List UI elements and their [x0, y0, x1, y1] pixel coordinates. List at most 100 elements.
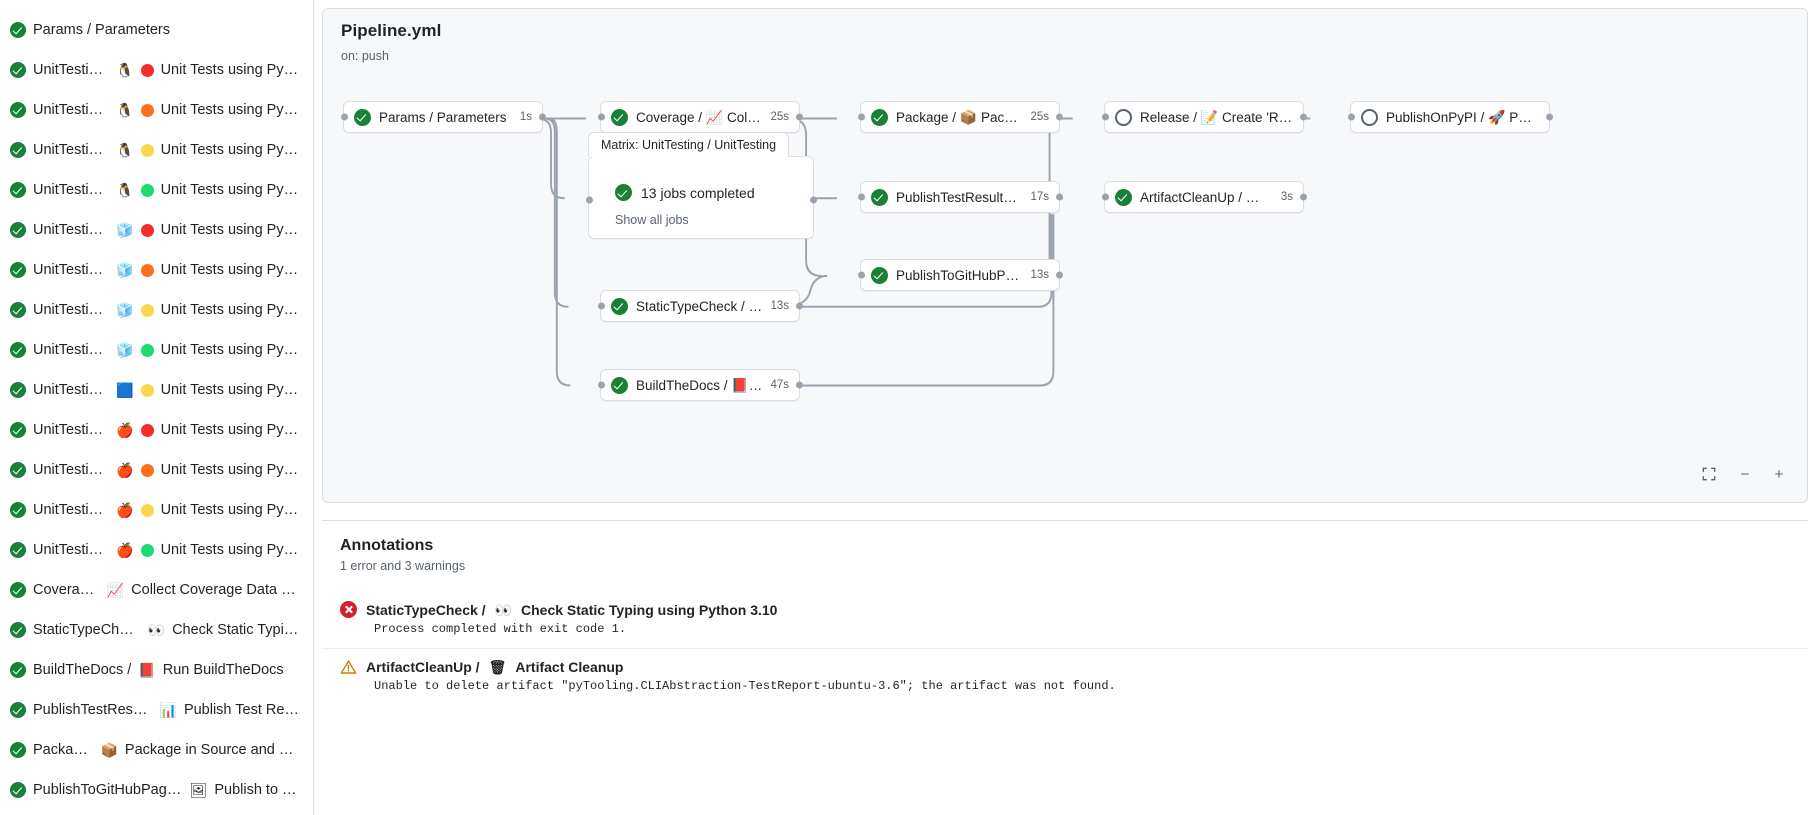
python-version-dot-icon — [140, 343, 154, 357]
sidebar-job-item[interactable]: UnitTesting / 🍎Unit Tests using Pyth... — [0, 450, 313, 490]
node-duration: 25s — [770, 111, 789, 123]
sidebar-job-item[interactable]: UnitTesting / 🟦Unit Tests using Pyth... — [0, 370, 313, 410]
annotation-job-label: Check Static Typing using Python 3.10 — [521, 601, 778, 618]
status-success-icon — [611, 108, 628, 126]
annotation-message: Process completed with exit code 1. — [374, 622, 627, 636]
graph-node-release[interactable]: Release / 📝 Create 'Release P... — [1101, 101, 1307, 133]
sidebar-job-item[interactable]: Params / Parameters — [0, 10, 313, 50]
sidebar-job-label: BuildTheDocs / — [33, 662, 132, 678]
annotation-item[interactable]: StaticTypeCheck / 👀 Check Static Typing … — [322, 591, 1808, 648]
node-port-right — [795, 302, 803, 310]
sidebar-job-sublabel: Unit Tests using Pyth... — [160, 382, 301, 398]
python-version-dot-icon — [140, 223, 154, 237]
status-success-icon — [871, 266, 888, 284]
sidebar-job-item[interactable]: UnitTesting / 🧊Unit Tests using Pyth... — [0, 330, 313, 370]
workflow-graph-card[interactable]: Pipeline.yml on: push — [322, 8, 1808, 503]
sidebar-job-item[interactable]: UnitTesting / 🧊Unit Tests using Pyth... — [0, 210, 313, 250]
annotations-list: StaticTypeCheck / 👀 Check Static Typing … — [322, 591, 1808, 705]
sidebar-job-item[interactable]: Package / 📦Package in Source and Wh... — [0, 730, 313, 770]
sidebar-job-label: UnitTesting / — [33, 502, 110, 518]
zoom-in-button[interactable]: + — [1774, 465, 1784, 483]
graph-node-publishtestresults[interactable]: PublishTestResults / 📊 Pu... 17s — [857, 181, 1063, 213]
show-all-jobs-link[interactable]: Show all jobs — [615, 213, 689, 227]
memo-icon: 📝 — [1200, 109, 1219, 125]
node-label: Params / Parameters — [379, 109, 507, 125]
sidebar-job-item[interactable]: UnitTesting / 🍎Unit Tests using Pyth... — [0, 530, 313, 570]
annotation-message: Unable to delete artifact "pyTooling.CLI… — [374, 679, 1116, 693]
sidebar-job-item[interactable]: PublishToGitHubPages / 🖼Publish to G... — [0, 770, 313, 810]
job-emoji-icon: 🐧 — [116, 142, 134, 158]
error-icon — [340, 601, 357, 618]
node-duration: 13s — [770, 300, 789, 312]
sidebar-job-sublabel: Unit Tests using Pyth... — [160, 542, 301, 558]
zoom-controls[interactable]: − + — [1697, 462, 1791, 486]
graph-node-statictypecheck[interactable]: StaticTypeCheck / 👀 Chec... 13s — [597, 290, 803, 322]
sidebar-job-item[interactable]: StaticTypeCheck / 👀Check Static Typing..… — [0, 610, 313, 650]
sidebar-job-item[interactable]: UnitTesting / 🐧Unit Tests using Pyth... — [0, 130, 313, 170]
node-port-left — [340, 113, 348, 121]
job-emoji-icon: 🧊 — [116, 342, 134, 358]
fullscreen-icon[interactable] — [1697, 462, 1721, 486]
job-emoji-icon: 🐧 — [116, 102, 134, 118]
node-label: BuildTheDocs / 📕 Run Buil... — [636, 377, 763, 393]
sidebar-job-label: StaticTypeCheck / — [33, 622, 141, 638]
annotation-job-name: StaticTypeCheck / — [366, 601, 486, 618]
matrix-summary-row[interactable]: 13 jobs completed — [615, 184, 755, 201]
job-emoji-icon: 🐧 — [116, 62, 134, 78]
status-success-icon — [10, 382, 26, 398]
sidebar-job-item[interactable]: BuildTheDocs / 📕Run BuildTheDocs — [0, 650, 313, 690]
job-emoji-icon: 🍎 — [116, 462, 134, 478]
sidebar-job-item[interactable]: Coverage / 📈Collect Coverage Data usi... — [0, 570, 313, 610]
sidebar-job-sublabel: Unit Tests using Pyth... — [160, 422, 301, 438]
matrix-group-unittesting[interactable]: Matrix: UnitTesting / UnitTesting 13 job… — [585, 132, 817, 239]
status-success-icon — [871, 108, 888, 126]
graph-node-publishtogithubpages[interactable]: PublishToGitHubPages / 🖼 ... 13s — [857, 259, 1063, 291]
sidebar-job-item[interactable]: PublishTestResults / 📊Publish Test Resu.… — [0, 690, 313, 730]
sidebar-job-item[interactable]: UnitTesting / 🍎Unit Tests using Pyth... — [0, 410, 313, 450]
graph-node-artifactcleanup[interactable]: ArtifactCleanUp / 🗑 Artifac... 3s — [1101, 181, 1307, 213]
annotations-summary: 1 error and 3 warnings — [340, 559, 466, 573]
annotation-job-label: Artifact Cleanup — [515, 659, 624, 675]
node-port-right — [1299, 193, 1307, 201]
sidebar-job-sublabel: Unit Tests using Pyth... — [160, 222, 301, 238]
node-label: Release / 📝 Create 'Release P... — [1140, 109, 1293, 125]
status-success-icon — [871, 188, 888, 206]
zoom-out-button[interactable]: − — [1740, 465, 1750, 483]
sidebar-job-sublabel: Package in Source and Wh... — [124, 742, 301, 758]
matrix-summary-label: 13 jobs completed — [641, 184, 755, 201]
sidebar-job-label: PublishTestResults / — [33, 702, 153, 718]
python-version-dot-icon — [140, 143, 154, 157]
node-duration: 1s — [519, 111, 532, 123]
sidebar-job-sublabel: Publish Test Resu... — [183, 702, 301, 718]
node-port-right — [1545, 113, 1553, 121]
sidebar-job-sublabel: Unit Tests using Pyth... — [160, 142, 301, 158]
status-success-icon — [10, 142, 26, 158]
node-port-left — [857, 193, 865, 201]
graph-node-params[interactable]: Params / Parameters 1s — [340, 101, 546, 133]
job-emoji-icon: 📕 — [138, 662, 156, 678]
sidebar-job-item[interactable]: UnitTesting / 🐧Unit Tests using Pyth... — [0, 170, 313, 210]
node-label: PublishToGitHubPages / 🖼 ... — [896, 267, 1023, 283]
python-version-dot-icon — [140, 423, 154, 437]
python-version-dot-icon — [140, 103, 154, 117]
sidebar-job-sublabel: Unit Tests using Pyth... — [160, 302, 301, 318]
graph-node-package[interactable]: Package / 📦 Package in So... 25s — [857, 101, 1063, 133]
sidebar-job-label: Coverage / — [33, 582, 100, 598]
sidebar-job-item[interactable]: UnitTesting / 🐧Unit Tests using Pyth... — [0, 90, 313, 130]
sidebar-job-sublabel: Unit Tests using Pyth... — [160, 182, 301, 198]
status-success-icon — [611, 297, 628, 315]
status-success-icon — [10, 182, 26, 198]
annotation-job-emoji-icon: 👀 — [494, 601, 512, 618]
node-port-left — [857, 271, 865, 279]
sidebar-job-item[interactable]: UnitTesting / 🐧Unit Tests using Pyth... — [0, 50, 313, 90]
graph-node-buildthedocs[interactable]: BuildTheDocs / 📕 Run Buil... 47s — [597, 369, 803, 401]
sidebar-job-item[interactable]: UnitTesting / 🧊Unit Tests using Pyth... — [0, 250, 313, 290]
graph-node-coverage[interactable]: Coverage / 📈 Collect Cove... 25s — [597, 101, 803, 133]
sidebar-job-item[interactable]: UnitTesting / 🧊Unit Tests using Pyth... — [0, 290, 313, 330]
status-pending-icon — [1115, 108, 1132, 126]
sidebar-job-item[interactable]: UnitTesting / 🍎Unit Tests using Pyth... — [0, 490, 313, 530]
graph-node-publishonpypi[interactable]: PublishOnPyPI / 🚀 Publish to ... — [1347, 101, 1553, 133]
